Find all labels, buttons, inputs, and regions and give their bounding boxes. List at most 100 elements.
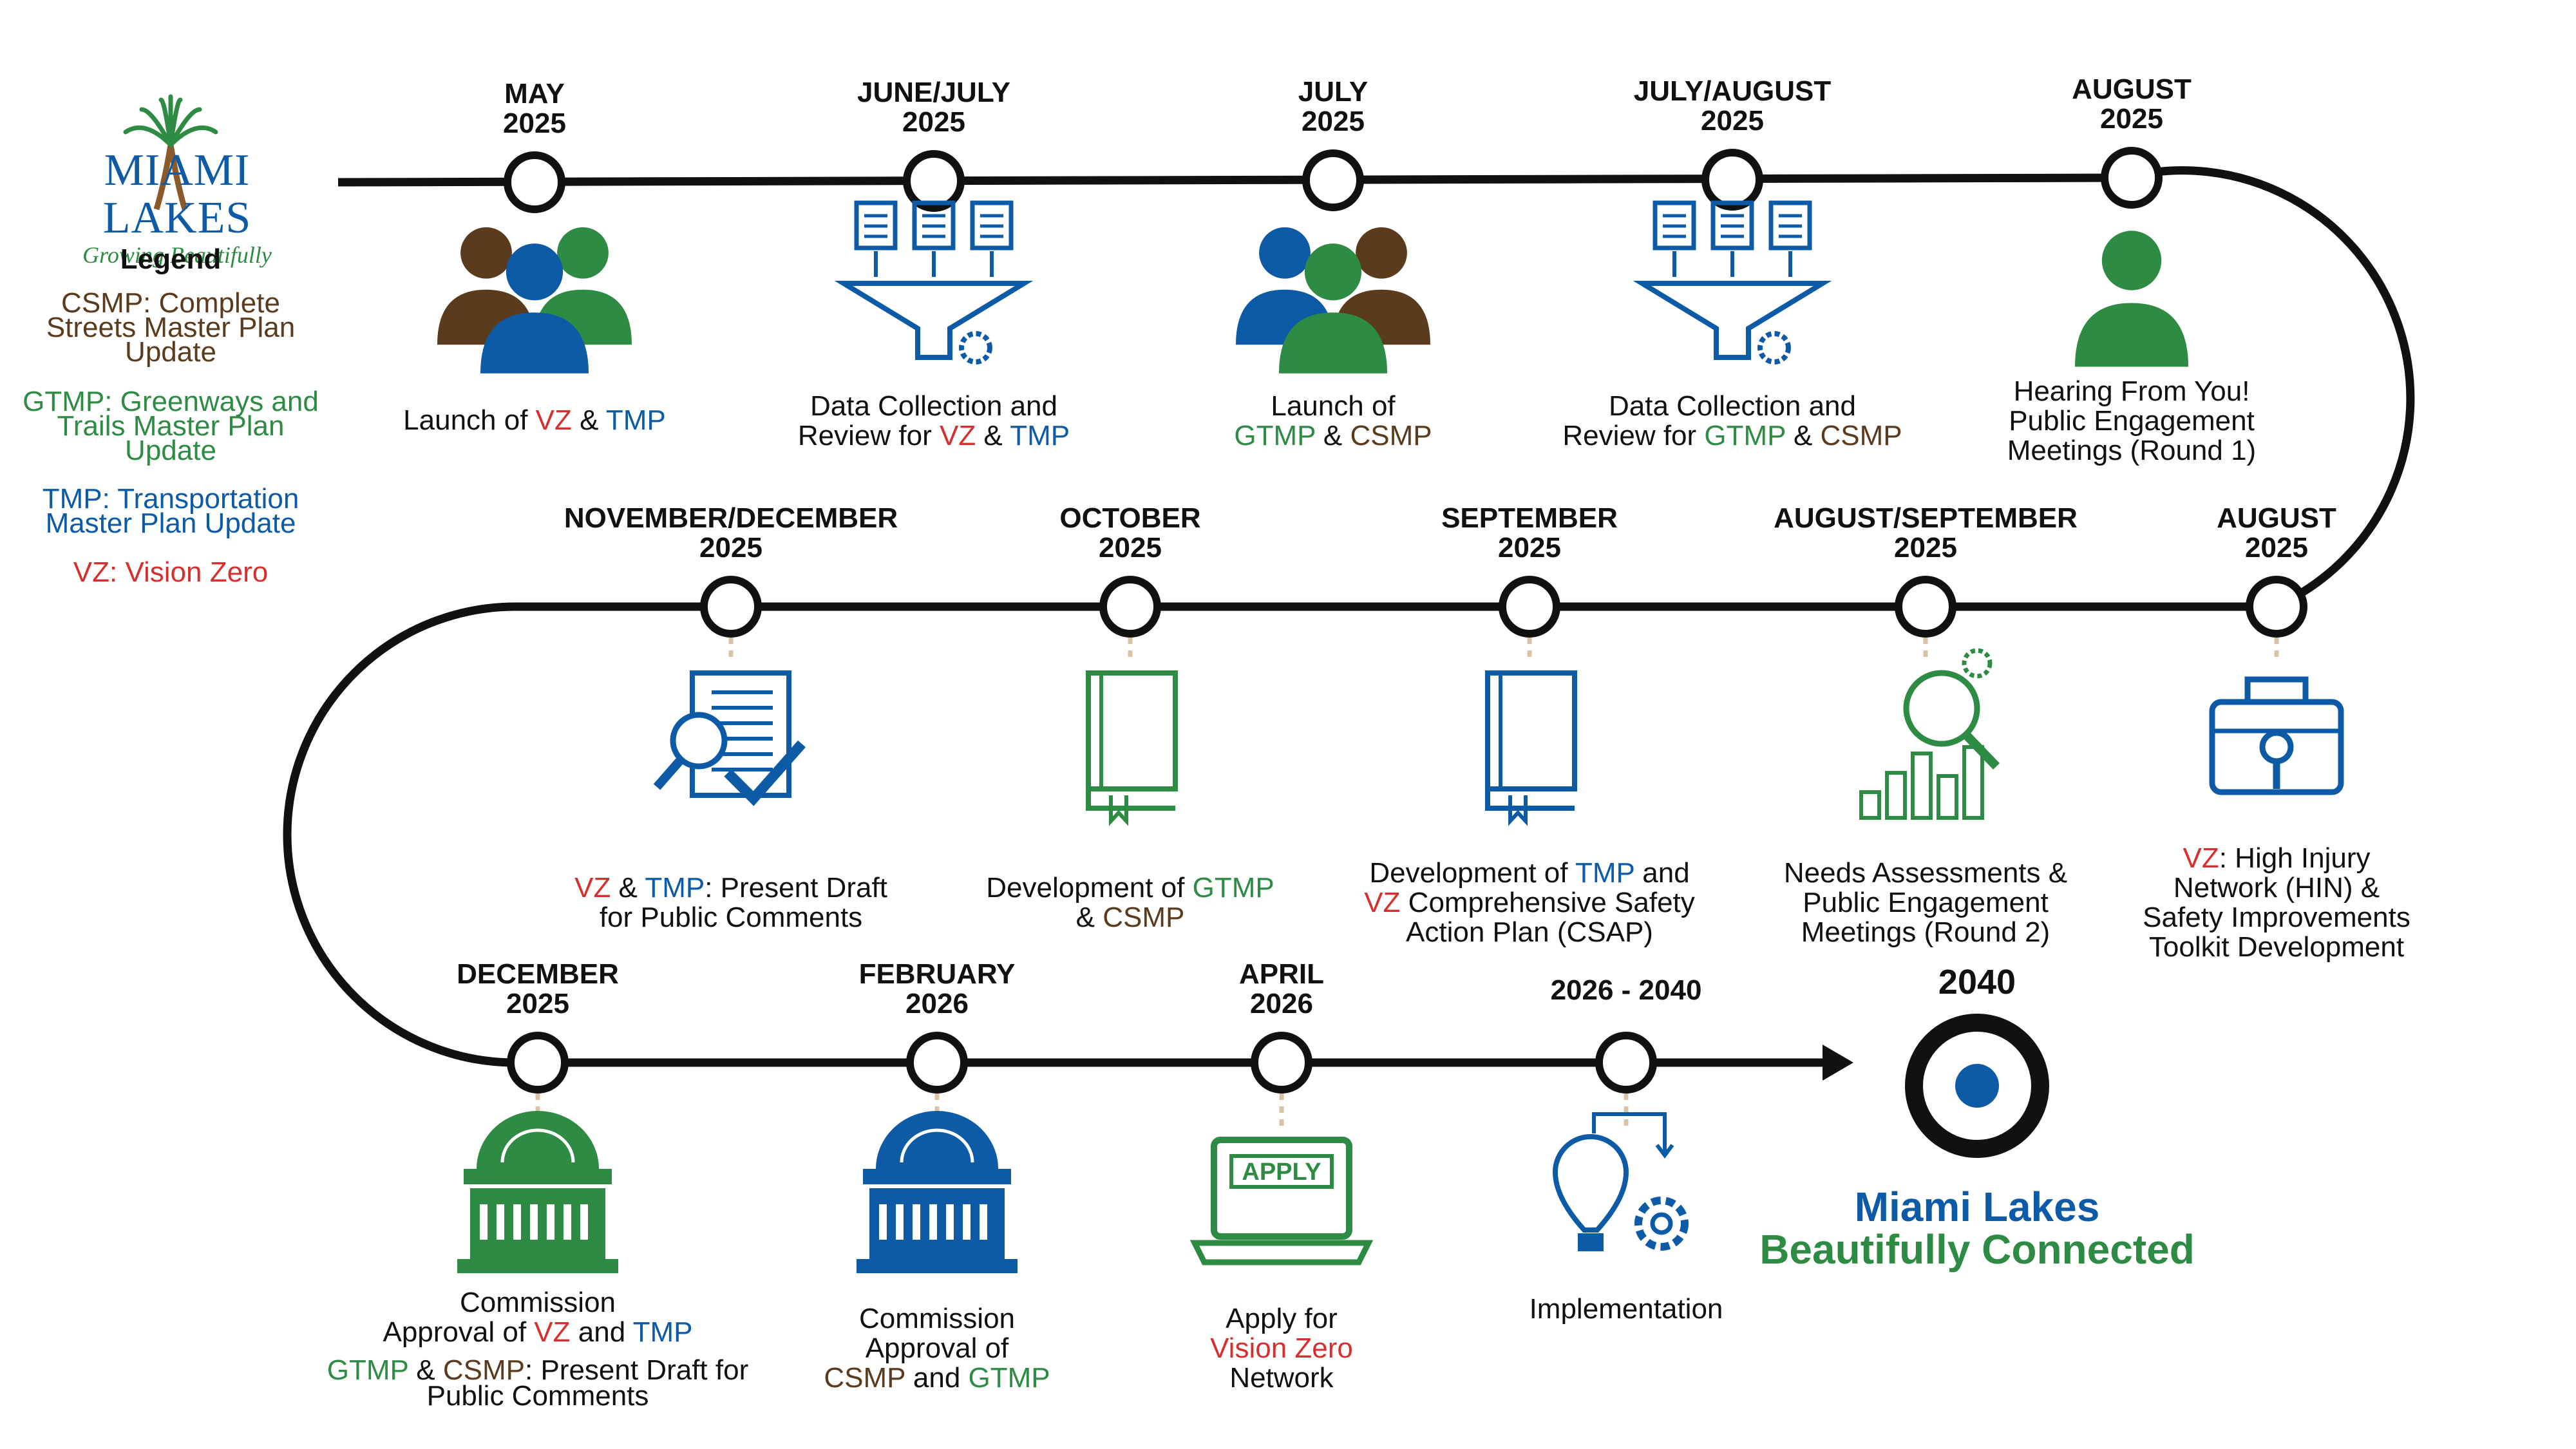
- person-icon: [2075, 231, 2188, 367]
- label-segment: &: [611, 872, 645, 904]
- label-segment: GTMP: [1192, 872, 1274, 904]
- goal-year: 2040: [1938, 963, 2016, 1001]
- milestone-node: [1251, 1032, 1312, 1094]
- goal-target-icon: [1905, 1014, 2049, 1158]
- label-segment: GTMP: [1234, 420, 1316, 451]
- milestone-year: 2025: [2100, 103, 2163, 135]
- book-icon: [1485, 670, 1577, 826]
- milestone-month: OCTOBER: [1059, 502, 1201, 534]
- label-segment: : Present Draft for: [525, 1354, 749, 1386]
- milestone-node: [1099, 576, 1161, 638]
- label-segment: Public Engagement: [1803, 887, 2049, 918]
- milestone-date: 2026 - 2040: [1368, 976, 1884, 1005]
- milestone-node: [1302, 149, 1364, 211]
- label-segment: Hearing From You!: [2013, 375, 2250, 407]
- milestone-node: [1595, 1032, 1657, 1094]
- label-segment: Meetings (Round 1): [2007, 435, 2257, 466]
- toolkit-icon: [2209, 676, 2344, 795]
- milestone-year: 2025: [1701, 105, 1764, 137]
- people-icon: [437, 227, 632, 374]
- milestone-month: MAY: [504, 78, 565, 109]
- goal-line1: Miami Lakes: [1854, 1184, 2100, 1230]
- label-segment: VZ: [939, 420, 976, 451]
- label-segment: &: [408, 1354, 443, 1386]
- label-segment: GTMP: [968, 1362, 1050, 1394]
- milestone-year: 2025: [699, 532, 762, 564]
- milestone-month: AUGUST: [2072, 73, 2192, 105]
- label-segment: CSMP: [1350, 420, 1432, 451]
- milestone-month: NOVEMBER/DECEMBER: [564, 502, 898, 534]
- milestone-node: [504, 151, 565, 213]
- label-segment: Approval of: [865, 1332, 1009, 1364]
- apply-laptop-icon: APPLY: [1189, 1137, 1374, 1265]
- milestone-year: 2025: [1302, 106, 1365, 137]
- label-segment: &: [1075, 902, 1103, 933]
- label-segment: Needs Assessments &: [1783, 857, 2068, 889]
- label-segment: for Public Comments: [599, 902, 863, 933]
- label-segment: Data Collection and: [1608, 390, 1856, 422]
- government-building-icon: [857, 1111, 1018, 1273]
- milestone-year: 2025: [503, 108, 566, 139]
- analytics-icon: [1859, 648, 2000, 820]
- label-segment: TMP: [605, 404, 666, 436]
- milestone-month: JULY: [1298, 76, 1368, 108]
- label-segment: GTMP: [1704, 420, 1786, 451]
- milestone-year: 2025: [1099, 532, 1162, 564]
- milestone-node: [2246, 576, 2307, 638]
- logo-tagline: Growing Beautifully: [82, 242, 272, 268]
- label-segment: GTMP: [327, 1354, 409, 1386]
- legend-item: VZ: Vision Zero: [73, 556, 269, 588]
- label-segment: CSMP: [442, 1354, 525, 1386]
- milestone-month: JUNE/JULY: [857, 77, 1011, 108]
- milestone-year: 2025: [902, 106, 965, 138]
- label-segment: CSMP: [1103, 902, 1185, 933]
- label-segment: VZ: [574, 872, 611, 904]
- label-segment: Meetings (Round 2): [1801, 916, 2050, 948]
- milestone-node: [903, 150, 965, 212]
- idea-gear-icon: [1552, 1112, 1689, 1251]
- book-icon: [1086, 670, 1178, 826]
- label-segment: and: [905, 1362, 969, 1394]
- milestone-node: [700, 576, 762, 638]
- label-segment: Network (HIN) &: [2173, 872, 2380, 904]
- document-review-icon: [653, 670, 806, 806]
- label-segment: &: [976, 420, 1010, 451]
- label-segment: Toolkit Development: [2148, 931, 2405, 963]
- label-segment: Vision Zero: [1210, 1332, 1353, 1364]
- label-segment: Apply for: [1226, 1303, 1338, 1334]
- label-segment: TMP: [632, 1316, 693, 1348]
- label-segment: &: [1785, 420, 1821, 451]
- data-funnel-icon: [1633, 200, 1832, 365]
- label-segment: : High Injury: [2219, 842, 2371, 874]
- label-segment: VZ: [535, 404, 572, 436]
- milestone-month: DECEMBER: [457, 958, 619, 990]
- logo: MIAMI LAKES Growing Beautifully: [26, 146, 328, 269]
- logo-name: MIAMI LAKES: [102, 146, 252, 243]
- milestone-year: 2026: [1250, 988, 1313, 1019]
- milestone-year: 2026: [905, 988, 969, 1019]
- label-segment: Data Collection and: [810, 390, 1057, 422]
- label-segment: TMP: [645, 872, 705, 904]
- label-segment: TMP: [1010, 420, 1070, 451]
- label-segment: Launch of: [403, 404, 536, 436]
- goal-line2: Beautifully Connected: [1759, 1226, 2195, 1273]
- milestone-node: [507, 1032, 569, 1094]
- milestone-month: JULY/AUGUST: [1633, 75, 1832, 107]
- milestone-month: FEBRUARY: [858, 958, 1016, 990]
- label-segment: VZ: [534, 1316, 571, 1348]
- milestone-year: 2025: [1498, 532, 1561, 564]
- timeline-arrow-head: [1823, 1045, 1853, 1081]
- milestone-year: 2025: [1894, 532, 1957, 564]
